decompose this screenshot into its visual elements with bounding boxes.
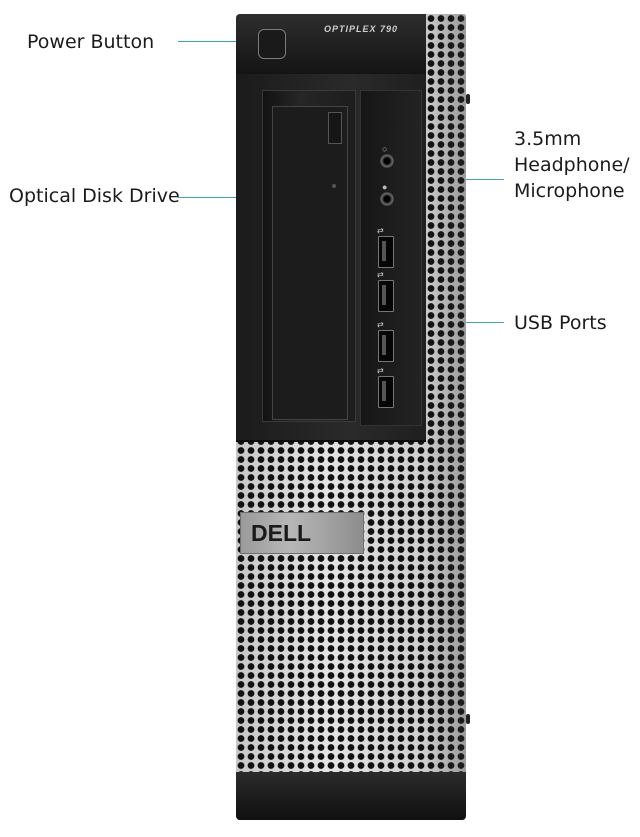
- chassis-shade: [426, 14, 466, 774]
- audio-label-line-2: Headphone/: [514, 154, 630, 176]
- side-latch-bottom: [466, 714, 470, 724]
- front-top-bezel: OPTIPLEX 790: [236, 14, 426, 74]
- model-name: OPTIPLEX 790: [324, 24, 399, 34]
- side-latch-top: [466, 94, 470, 104]
- headphone-icon: ○: [382, 144, 388, 154]
- usb-icon: ⇄: [377, 226, 384, 235]
- dell-logo-badge: DELL: [240, 512, 364, 554]
- microphone-jack[interactable]: [380, 192, 394, 206]
- usb-port-4[interactable]: [378, 376, 394, 408]
- microphone-icon: ●: [382, 182, 388, 192]
- eject-button[interactable]: [328, 112, 342, 144]
- chassis-foot: [236, 772, 466, 820]
- power-button-label: Power Button: [27, 31, 155, 53]
- usb-icon: ⇄: [377, 366, 384, 375]
- usb-icon: ⇄: [377, 270, 384, 279]
- usb-port-3[interactable]: [378, 330, 394, 362]
- optical-drive-tray[interactable]: [272, 106, 348, 420]
- usb-port-2[interactable]: [378, 280, 394, 312]
- usb-port-1[interactable]: [378, 236, 394, 268]
- audio-label-line-3: Microphone: [514, 180, 625, 202]
- dell-logo: DELL: [251, 520, 312, 546]
- power-button[interactable]: [258, 29, 286, 59]
- optical-drive-label: Optical Disk Drive: [9, 185, 180, 207]
- optical-drive-callout-line: [178, 197, 263, 198]
- headphone-jack[interactable]: [380, 154, 394, 168]
- audio-label-line-1: 3.5mm: [514, 128, 582, 150]
- drive-activity-led: [332, 184, 336, 188]
- desktop-tower: OPTIPLEX 790 ○ ● ⇄ ⇄ ⇄ ⇄ DELL: [236, 14, 470, 820]
- usb-ports-label: USB Ports: [514, 312, 607, 334]
- power-button-callout-line: [178, 41, 260, 42]
- usb-icon: ⇄: [377, 320, 384, 329]
